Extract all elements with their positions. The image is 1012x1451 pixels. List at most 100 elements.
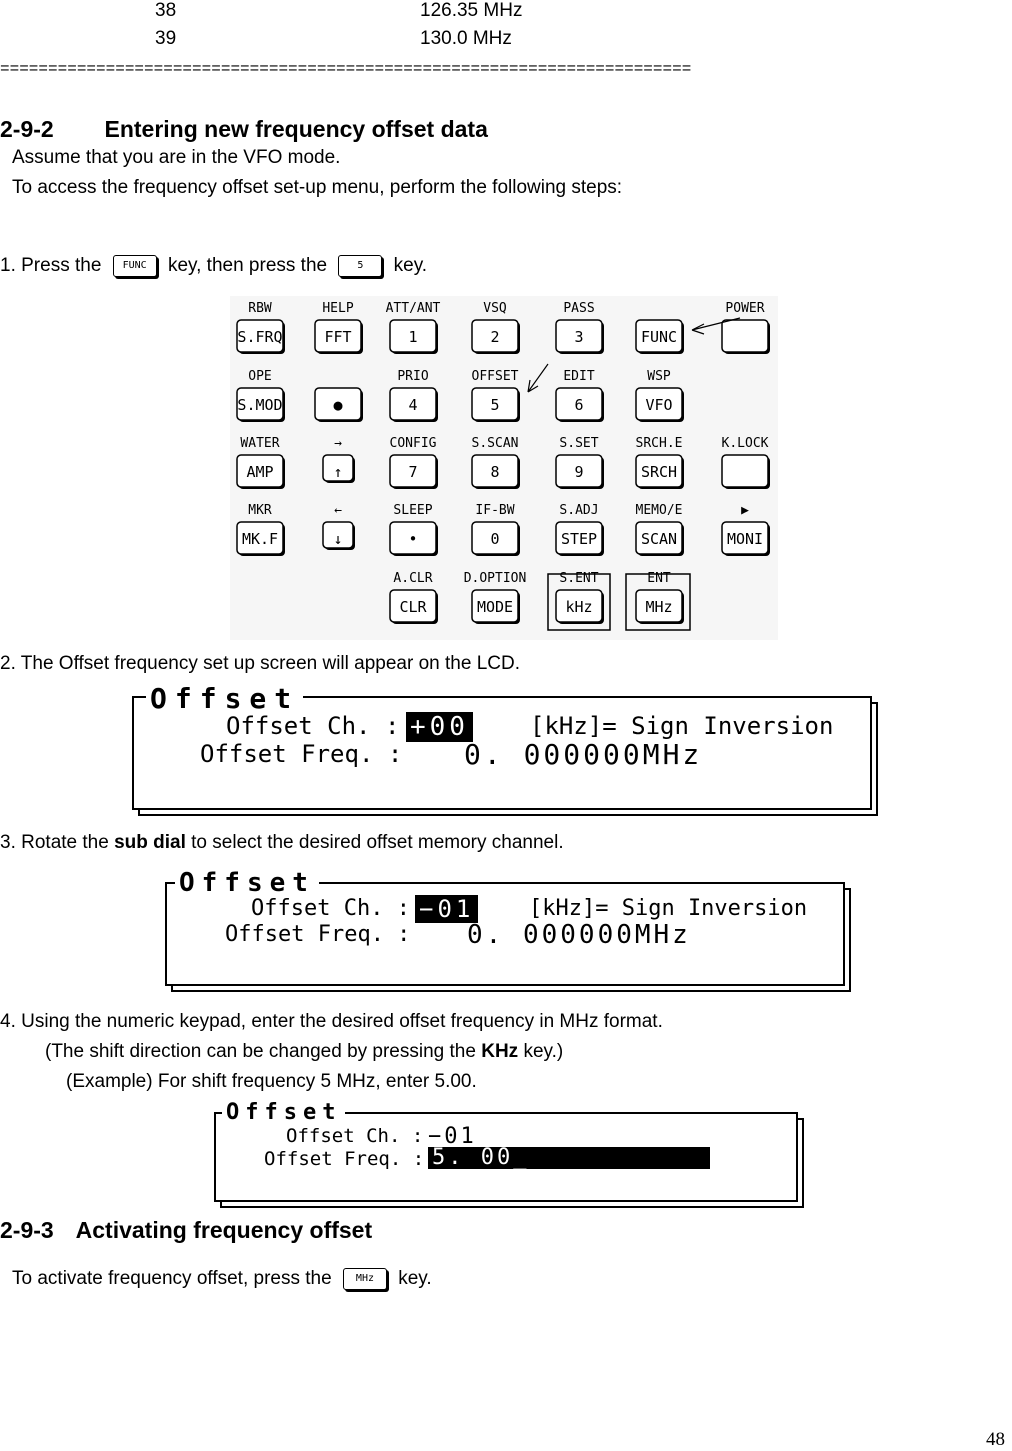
section-293-text: To activate frequency offset, press the … <box>12 1268 432 1290</box>
table-freq-38: 126.35 MHz <box>420 0 523 21</box>
keypad-key-power <box>721 319 769 353</box>
step-4-line-2-bold: KHz <box>481 1041 519 1062</box>
keypad-key-sfrq <box>236 319 284 353</box>
keypad-key-9 <box>555 454 603 488</box>
keypad-label-step: S.ADJ <box>559 503 598 518</box>
keypad-label-smod: OPE <box>248 369 271 384</box>
keypad-key-mode <box>471 589 519 623</box>
keypad-key-text-7: 7 <box>408 463 417 481</box>
separator-line: ========================================… <box>0 60 692 78</box>
keypad-key-text-8: 8 <box>490 463 499 481</box>
step-4-line-1: 4. Using the numeric keypad, enter the d… <box>0 1011 663 1032</box>
arrow-to-five-icon <box>527 363 549 393</box>
keypad-key-k31 <box>322 521 354 549</box>
lcd1-hint: [kHz]= Sign Inversion <box>530 712 834 740</box>
keypad-key-7 <box>389 454 437 488</box>
lcd-screen-1: Offset Offset Ch. : +00 [kHz]= Sign Inve… <box>130 682 880 818</box>
keypad-key-text-smod: S.MOD <box>237 396 282 414</box>
lcd2-ch-label: Offset Ch. : <box>251 896 410 921</box>
keypad-key-1 <box>389 319 437 353</box>
lcd-screen-3: Offset Offset Ch. : −01 Offset Freq. : 5… <box>212 1100 804 1210</box>
lcd-screen-2: Offset Offset Ch. : −01 [kHz]= Sign Inve… <box>163 868 853 994</box>
keypad-key-moni <box>721 521 769 555</box>
keypad-key-text-2: 2 <box>490 328 499 346</box>
keypad-key-3 <box>555 319 603 353</box>
keypad-label-klock: K.LOCK <box>722 436 769 451</box>
keypad-key-6 <box>555 387 603 421</box>
keypad-label-1: ATT/ANT <box>386 301 441 316</box>
lcd1-title: Offset <box>146 682 304 715</box>
keypad-label-3: PASS <box>563 301 594 316</box>
arrow-to-func-icon <box>691 317 741 335</box>
keypad-label-k21: → <box>334 436 342 451</box>
step-3: 3. Rotate the sub dial to select the des… <box>0 832 564 854</box>
keypad-key-0 <box>471 521 519 555</box>
keypad-key-scan <box>635 521 683 555</box>
keypad-label-vfo: WSP <box>647 369 671 384</box>
ent-bracket <box>625 573 691 631</box>
keypad-key-text-k11: ● <box>333 396 342 414</box>
keypad-label-mode: D.OPTION <box>464 571 527 586</box>
keypad-key-text-5: 5 <box>490 396 499 414</box>
section-293-number: 2-9-3 <box>0 1217 54 1243</box>
section-293-heading: 2-9-3 Activating frequency offset <box>0 1217 372 1244</box>
lcd2-hint: [kHz]= Sign Inversion <box>529 896 808 921</box>
keypad-key-text-3: 3 <box>574 328 583 346</box>
keypad-key-mkf <box>236 521 284 555</box>
keypad-key-vfo <box>635 387 683 421</box>
step-3-pre: 3. Rotate the <box>0 832 109 853</box>
keypad-key-2 <box>471 319 519 353</box>
lcd3-ch-value: −01 <box>428 1124 477 1149</box>
keypad-key-fft <box>314 319 362 353</box>
step-3-bold: sub dial <box>114 832 186 853</box>
intro-line-1: Assume that you are in the VFO mode. <box>12 147 341 168</box>
keypad-key-text-k31: ↓ <box>333 530 342 548</box>
step-1-pre: 1. Press the <box>0 255 102 277</box>
keypad-key-amp <box>236 454 284 488</box>
keypad-key-text-moni: MONI <box>727 530 763 548</box>
keypad-key-khz <box>555 589 603 623</box>
keypad-key-text-sfrq: S.FRQ <box>237 328 282 346</box>
keypad-key-smod <box>236 387 284 421</box>
lcd3-title: Offset <box>222 1100 346 1125</box>
keypad-key-clr <box>389 589 437 623</box>
keypad-label-fft: HELP <box>322 301 353 316</box>
keypad-key-text-k21: ↑ <box>333 463 342 481</box>
keypad-key-text-k32: • <box>408 530 417 548</box>
lcd1-ch-value: +00 <box>406 712 473 742</box>
keypad-key-k11 <box>314 387 362 421</box>
step-4-line-3: (Example) For shift frequency 5 MHz, ent… <box>66 1071 477 1092</box>
keypad-key-text-clr: CLR <box>399 598 427 616</box>
lcd1-freq-value: 0. 000000MHz <box>464 738 703 771</box>
table-ch-39: 39 <box>155 28 177 49</box>
keypad-label-srch: SRCH.E <box>636 436 683 451</box>
keypad-key-text-step: STEP <box>561 530 597 548</box>
keypad-key-mhz <box>635 589 683 623</box>
section-293-text-post: key. <box>398 1268 432 1290</box>
section-292-number: 2-9-2 <box>0 116 54 142</box>
step-4-line-2-post: key.) <box>523 1041 564 1062</box>
keypad-label-7: CONFIG <box>390 436 437 451</box>
keypad-label-mkf: MKR <box>248 503 272 518</box>
lcd1-freq-label: Offset Freq. : <box>200 740 403 768</box>
keypad-key-func <box>635 319 683 353</box>
keypad-key-text-vfo: VFO <box>645 396 672 414</box>
lcd2-title: Offset <box>175 868 319 898</box>
table-ch-38: 38 <box>155 0 177 21</box>
lcd2-freq-label: Offset Freq. : <box>225 922 411 947</box>
mhz-key-icon: MHz <box>342 1268 387 1290</box>
keypad-key-step <box>555 521 603 555</box>
keypad-label-power: POWER <box>725 301 764 316</box>
keypad-label-amp: WATER <box>240 436 279 451</box>
keypad-label-sfrq: RBW <box>248 301 272 316</box>
keypad-label-k32: SLEEP <box>393 503 432 518</box>
keypad-key-text-mhz: MHz <box>645 598 672 616</box>
keypad-key-5 <box>471 387 519 421</box>
keypad-key-text-khz: kHz <box>565 598 592 616</box>
keypad-label-6: EDIT <box>563 369 594 384</box>
lcd3-freq-label: Offset Freq. : <box>264 1148 425 1170</box>
keypad-key-text-scan: SCAN <box>641 530 677 548</box>
keypad-key-4 <box>389 387 437 421</box>
step-1-mid: key, then press the <box>167 255 328 277</box>
keypad-key-text-func: FUNC <box>641 328 677 346</box>
